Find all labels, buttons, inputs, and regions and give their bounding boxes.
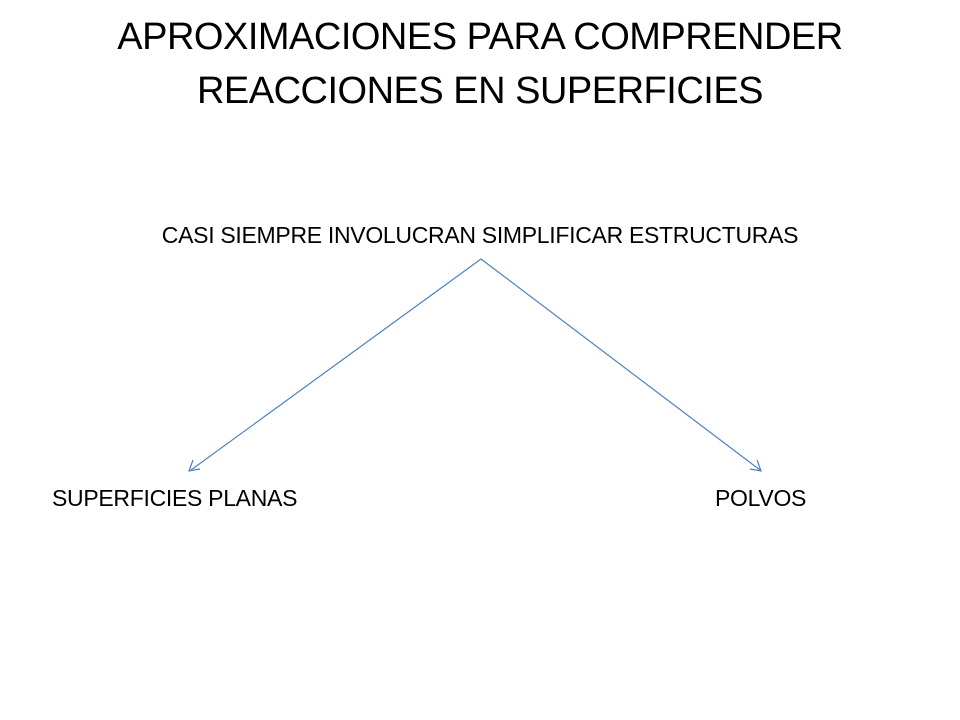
arrow-to-planar-surfaces	[190, 258, 482, 471]
title-line-2: REACCIONES EN SUPERFICIES	[196, 70, 764, 112]
root-node-text: CASI SIEMPRE INVOLUCRAN SIMPLIFICAR ESTR…	[161, 222, 799, 248]
left-node-text: SUPERFICIES PLANAS	[52, 485, 298, 511]
title-line-1: APROXIMACIONES PARA COMPRENDER	[117, 16, 843, 58]
arrowhead-right	[749, 459, 762, 472]
right-node-text: POLVOS	[715, 485, 807, 511]
arrowhead-left	[188, 459, 201, 472]
arrow-to-powders	[480, 258, 761, 471]
slide-title: APROXIMACIONES PARA COMPRENDER REACCIONE…	[60, 10, 900, 118]
